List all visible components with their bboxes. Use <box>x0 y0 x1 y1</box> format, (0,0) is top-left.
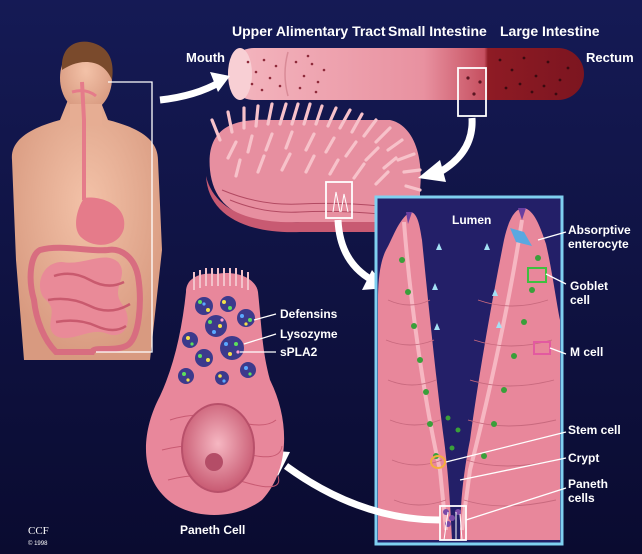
copyright-year: © 1998 <box>28 540 48 547</box>
lysozyme-label: Lysozyme <box>280 327 338 341</box>
mouth-label: Mouth <box>186 50 225 65</box>
small-intestine-label: Small Intestine <box>388 23 487 39</box>
paneth-cells-label-line1: Paneth <box>568 477 608 491</box>
m-cell-label: M cell <box>570 345 603 359</box>
large-intestine-label: Large Intestine <box>500 23 600 39</box>
upper-tract-label: Upper Alimentary Tract <box>232 23 386 39</box>
paneth-cell-title: Paneth Cell <box>180 523 245 537</box>
rectum-label: Rectum <box>586 50 634 65</box>
ccf-credit: CCF <box>28 525 49 537</box>
lumen-label: Lumen <box>452 213 491 227</box>
stem-cell-label: Stem cell <box>568 423 621 437</box>
defensins-label: Defensins <box>280 307 338 321</box>
spla2-label: sPLA2 <box>280 345 318 359</box>
paneth-cells-label-line2: cells <box>568 491 595 505</box>
alimentary-tube <box>228 48 584 100</box>
absorptive-enterocyte-label-line2: enterocyte <box>568 237 629 251</box>
absorptive-enterocyte-label-line1: Absorptive <box>568 223 631 237</box>
goblet-cell-label-line2: cell <box>570 293 590 307</box>
goblet-cell-label-line1: Goblet <box>570 279 608 293</box>
crypt-label: Crypt <box>568 451 599 465</box>
crypt-panel <box>376 197 562 544</box>
